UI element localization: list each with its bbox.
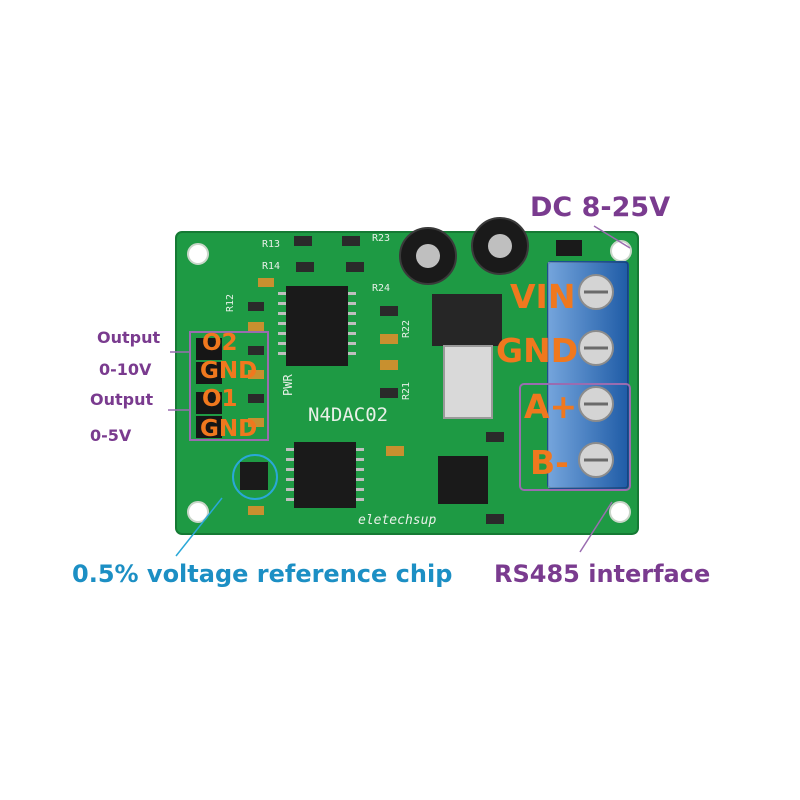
mount-hole-tr [610,240,632,262]
gnd-o1-label: GND [200,416,258,442]
rs485-transceiver-chip [438,456,488,504]
vref-leader-line [175,497,223,557]
output-2-label: Output [90,390,154,409]
silkscreen-r22: R22 [401,319,412,338]
power-label: DC 8-25V [530,192,671,223]
header-pin [196,392,222,414]
header-pin [196,362,222,384]
smd-components [248,236,582,524]
rs485-leader-line [579,501,613,553]
range-2-label: 0-5V [90,426,132,445]
output-1-label: Output [97,328,161,347]
vref-chip [240,462,268,490]
silkscreen-r14: R14 [262,261,281,272]
range-1-label: 0-10V [99,360,152,379]
terminal-screws [578,274,614,478]
silkscreen-model: N4DAC02 [308,404,389,426]
vin-label: VIN [510,277,576,316]
vref-label: 0.5% voltage reference chip [72,560,453,588]
vref-highlight [232,454,278,500]
a-plus-label: A+ [524,387,578,426]
dac-chip-pins [278,292,356,355]
header-pin [196,416,222,438]
silkscreen-r21: R21 [401,381,412,400]
mcu-chip-pins [286,448,364,501]
silkscreen-r24: R24 [372,283,391,294]
b-minus-label: B- [530,443,569,482]
gnd-o2-label: GND [200,358,258,384]
rs485-label: RS485 interface [494,560,711,588]
o2-label: O2 [202,330,238,356]
silkscreen-r23: R23 [372,233,391,244]
dac-chip [286,286,348,366]
rs485-highlight [519,383,631,491]
mount-hole-bl [187,501,209,523]
capacitor-top [416,244,440,268]
silkscreen-brand: eletechsup [358,513,437,528]
mcu-chip [294,442,356,508]
output-header-outline [189,331,269,441]
regulator-body [432,294,502,346]
regulator-tab [443,345,493,419]
capacitor-top [488,234,512,258]
power-leader-line [593,225,631,249]
header-pin [196,338,222,360]
silkscreen-r12: R12 [225,293,236,312]
silkscreen-r13: R13 [262,239,281,250]
o1-label: O1 [202,386,238,412]
mount-hole-br [609,501,631,523]
silkscreen-pwr: PWR [281,374,295,396]
mount-hole-tl [187,243,209,265]
gnd-power-label: GND [496,331,579,370]
